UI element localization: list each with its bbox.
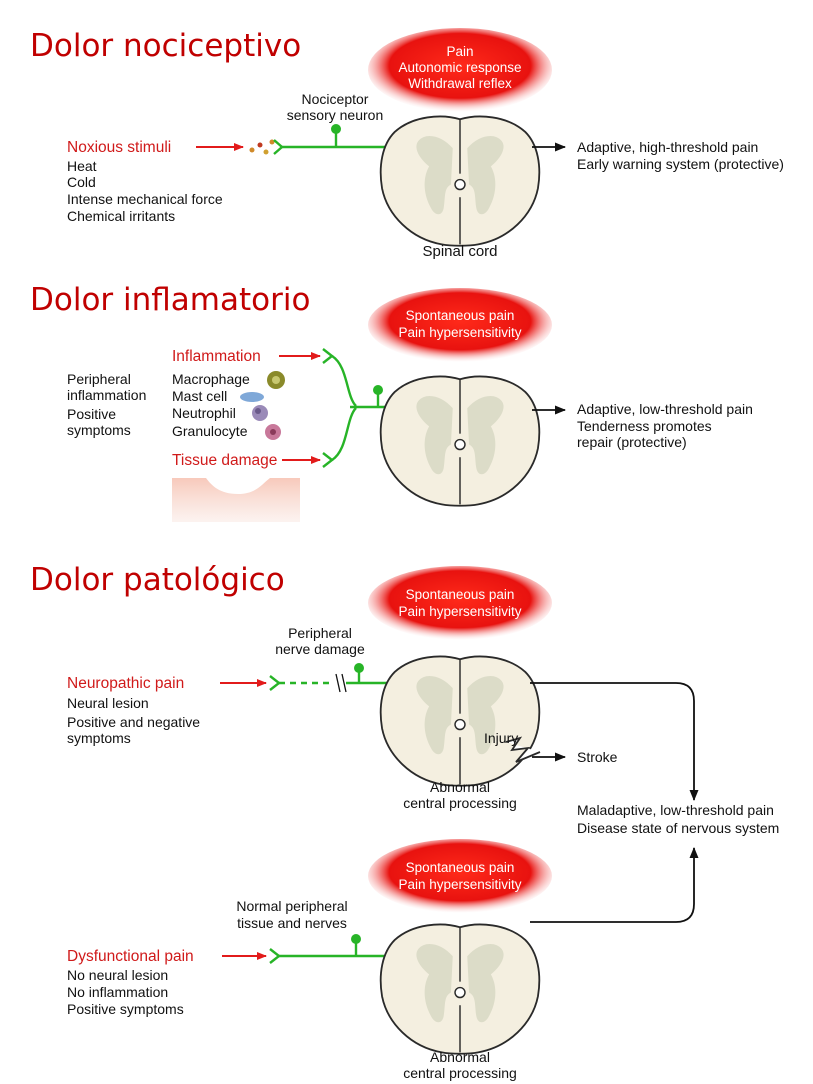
nerve-ending-icon bbox=[323, 349, 332, 363]
stimulus-item: Heat bbox=[67, 158, 97, 174]
inflammation-label: Inflammation bbox=[172, 348, 261, 365]
tissue-damage-label: Tissue damage bbox=[172, 452, 277, 469]
bubble-line: Spontaneous pain bbox=[406, 308, 515, 323]
left-text: Positive bbox=[67, 406, 116, 422]
neuropathic-pain-label: Neuropathic pain bbox=[67, 675, 184, 692]
abnormal-processing-label: central processing bbox=[403, 1065, 517, 1081]
neuron-cell-body-icon bbox=[373, 385, 383, 395]
section-title-inflammatory: Dolor inflamatorio bbox=[30, 282, 310, 318]
granulocyte-icon bbox=[265, 424, 281, 440]
stroke-label: Stroke bbox=[577, 749, 618, 765]
bubble-line: Spontaneous pain bbox=[406, 860, 515, 875]
nerve-ending-icon bbox=[323, 453, 332, 467]
red-bubble-spontaneous: Spontaneous pain Pain hypersensitivity bbox=[368, 839, 552, 913]
bubble-line: Pain bbox=[446, 44, 473, 59]
nerve-fiber bbox=[332, 408, 356, 460]
bubble-line: Pain hypersensitivity bbox=[398, 877, 521, 892]
macrophage-icon bbox=[267, 371, 285, 389]
section-pathological: Dolor patológico Spontaneous pain Pain h… bbox=[30, 562, 779, 1081]
stimulus-item: Cold bbox=[67, 174, 96, 190]
section-inflammatory: Dolor inflamatorio Spontaneous pain Pain… bbox=[30, 282, 753, 522]
section-title-pathological: Dolor patológico bbox=[30, 562, 285, 598]
normal-tissue-label: tissue and nerves bbox=[237, 915, 347, 931]
red-bubble-pain: Pain Autonomic response Withdrawal refle… bbox=[368, 28, 552, 112]
bubble-line: Pain hypersensitivity bbox=[398, 604, 521, 619]
output-text: Adaptive, high-threshold pain bbox=[577, 139, 758, 155]
output-text: Maladaptive, low-threshold pain bbox=[577, 802, 774, 818]
stimulus-particles-icon bbox=[250, 140, 275, 155]
cell-label: Macrophage bbox=[172, 371, 250, 387]
section-title-nociceptive: Dolor nociceptivo bbox=[30, 28, 301, 64]
spinal-cord bbox=[381, 924, 540, 1053]
nerve-ending-icon bbox=[270, 949, 279, 963]
nerve-damage-label: Peripheral bbox=[288, 625, 352, 641]
output-text: Early warning system (protective) bbox=[577, 156, 784, 172]
nerve-fiber bbox=[332, 356, 356, 406]
nociceptor-label: sensory neuron bbox=[287, 107, 384, 123]
section-nociceptive: Dolor nociceptivo Pain Autonomic respons… bbox=[30, 28, 784, 260]
abnormal-processing-label: Abnormal bbox=[430, 779, 490, 795]
abnormal-processing-label: Abnormal bbox=[430, 1049, 490, 1065]
spinal-cord bbox=[381, 116, 540, 245]
connector-arrow bbox=[530, 848, 694, 922]
normal-tissue-label: Normal peripheral bbox=[236, 898, 347, 914]
nociceptor-label: Nociceptor bbox=[302, 91, 369, 107]
left-text: symptoms bbox=[67, 422, 131, 438]
neutrophil-icon bbox=[252, 405, 268, 421]
stimulus-item: Chemical irritants bbox=[67, 208, 175, 224]
neuron-cell-body-icon bbox=[354, 663, 364, 673]
bubble-line: Pain hypersensitivity bbox=[398, 325, 521, 340]
bubble-line: Withdrawal reflex bbox=[408, 76, 512, 91]
output-text: Adaptive, low-threshold pain bbox=[577, 401, 753, 417]
output-text: Disease state of nervous system bbox=[577, 820, 779, 836]
neuropathic-item: Positive and negative bbox=[67, 714, 200, 730]
nerve-cut-icon bbox=[336, 674, 346, 692]
noxious-stimuli-label: Noxious stimuli bbox=[67, 139, 171, 156]
neuropathic-item: Neural lesion bbox=[67, 695, 149, 711]
red-bubble-spontaneous: Spontaneous pain Pain hypersensitivity bbox=[368, 288, 552, 362]
cell-label: Granulocyte bbox=[172, 423, 248, 439]
stimulus-item: Intense mechanical force bbox=[67, 191, 223, 207]
dysfunctional-item: No inflammation bbox=[67, 984, 168, 1000]
neuron-cell-body-icon bbox=[351, 934, 361, 944]
output-text: repair (protective) bbox=[577, 434, 687, 450]
connector-arrow bbox=[530, 683, 694, 800]
output-text: Tenderness promotes bbox=[577, 418, 712, 434]
injury-label: Injury bbox=[484, 730, 518, 746]
cell-label: Neutrophil bbox=[172, 405, 236, 421]
nerve-ending-icon bbox=[274, 140, 282, 154]
left-text: inflammation bbox=[67, 387, 146, 403]
spinal-cord-label: Spinal cord bbox=[422, 243, 497, 260]
red-bubble-spontaneous: Spontaneous pain Pain hypersensitivity bbox=[368, 566, 552, 640]
abnormal-processing-label: central processing bbox=[403, 795, 517, 811]
spinal-cord-injured bbox=[381, 656, 540, 785]
neuron-cell-body-icon bbox=[331, 124, 341, 134]
tissue-wound-icon bbox=[172, 478, 300, 522]
dysfunctional-item: No neural lesion bbox=[67, 967, 168, 983]
bubble-line: Autonomic response bbox=[398, 60, 521, 75]
bubble-line: Spontaneous pain bbox=[406, 587, 515, 602]
cell-label: Mast cell bbox=[172, 388, 227, 404]
mast-cell-icon bbox=[240, 392, 264, 402]
left-text: Peripheral bbox=[67, 371, 131, 387]
neuropathic-item: symptoms bbox=[67, 730, 131, 746]
spinal-cord bbox=[381, 376, 540, 505]
nerve-damage-label: nerve damage bbox=[275, 641, 365, 657]
dysfunctional-item: Positive symptoms bbox=[67, 1001, 184, 1017]
dysfunctional-pain-label: Dysfunctional pain bbox=[67, 948, 194, 965]
nerve-ending-icon bbox=[270, 676, 279, 690]
